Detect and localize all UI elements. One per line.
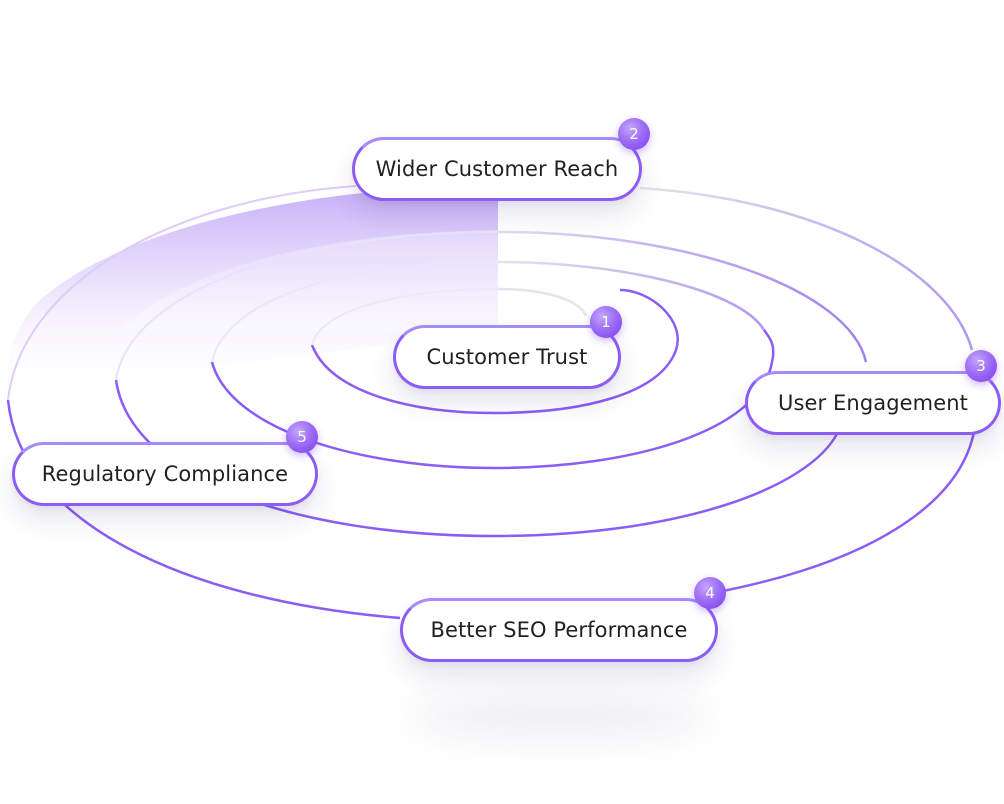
ring-4-left <box>7 185 357 401</box>
stage-number-badge: 4 <box>694 577 726 609</box>
ring-2-lower <box>210 329 775 470</box>
ring-3-left <box>115 231 499 381</box>
stage-label: Customer Trust <box>426 345 588 369</box>
ring-1-lower <box>310 288 679 415</box>
ring-4-right <box>717 431 976 594</box>
stage-number-badge: 2 <box>618 118 650 150</box>
ring-1-left <box>311 288 499 346</box>
stage-customer-trust: Customer Trust <box>393 325 621 389</box>
ring-2-upper <box>497 260 766 331</box>
ring-1 <box>497 287 588 317</box>
sweep-gradient <box>5 186 499 395</box>
stage-number-badge: 1 <box>590 306 622 338</box>
stage-number-badge: 5 <box>286 421 318 453</box>
ground-shadow <box>410 694 710 738</box>
stage-wider-customer-reach: Wider Customer Reach <box>352 137 642 201</box>
sweep-gradient-inner <box>120 230 498 330</box>
stage-better-seo-performance: Better SEO Performance <box>400 598 718 662</box>
stage-label: Better SEO Performance <box>430 618 688 642</box>
stage-label: Regulatory Compliance <box>41 462 289 486</box>
ring-3-upper <box>497 230 868 363</box>
stage-regulatory-compliance: Regulatory Compliance <box>12 442 318 506</box>
stage-label: Wider Customer Reach <box>375 157 619 181</box>
stage-number-badge: 3 <box>965 350 997 382</box>
ring-2-left <box>211 261 499 363</box>
ring-4-lower <box>6 399 401 620</box>
stage-user-engagement: User Engagement <box>745 371 1001 435</box>
stage-label: User Engagement <box>778 391 968 415</box>
ring-4-upper <box>639 186 974 351</box>
